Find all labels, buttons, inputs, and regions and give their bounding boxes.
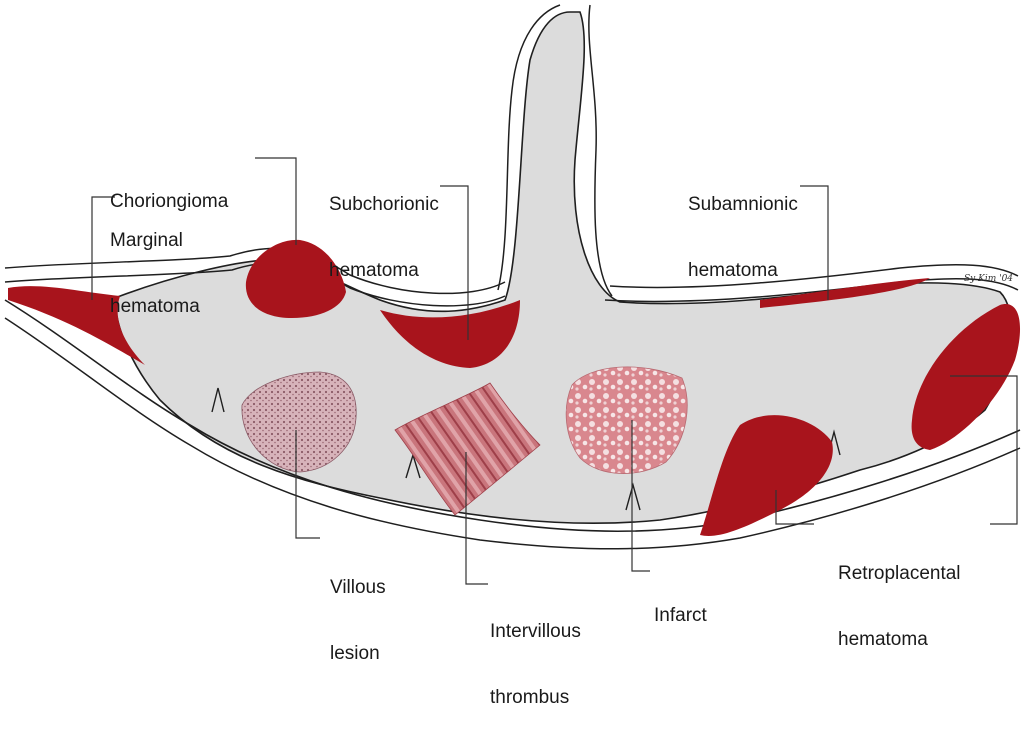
label-intervillous-thrombus: Intervillous thrombus	[490, 577, 581, 731]
label-line: Intervillous	[490, 621, 581, 643]
label-line: hematoma	[838, 629, 961, 651]
label-marginal-hematoma: Marginal hematoma	[110, 186, 200, 340]
label-infarct: Infarct	[654, 561, 707, 649]
label-line: lesion	[330, 643, 386, 665]
label-villous-lesion: Villous lesion	[330, 533, 386, 687]
label-line: thrombus	[490, 687, 581, 709]
label-line: Retroplacental	[838, 563, 961, 585]
label-line: Marginal	[110, 230, 200, 252]
label-subamnionic-hematoma: Subamnionic hematoma	[688, 150, 798, 304]
label-line: Infarct	[654, 605, 707, 627]
infarct	[566, 367, 687, 474]
placenta-body	[115, 12, 1011, 523]
label-line: hematoma	[329, 260, 439, 282]
umbilical-cord-line	[589, 5, 612, 296]
label-subchorionic-hematoma: Subchorionic hematoma	[329, 150, 439, 304]
label-retroplacental-hematoma: Retroplacental hematoma	[838, 519, 961, 673]
label-line: Subchorionic	[329, 194, 439, 216]
label-line: Subamnionic	[688, 194, 798, 216]
artist-signature: Sy Kim '04	[964, 274, 1013, 284]
label-line: Villous	[330, 577, 386, 599]
leader-line-subamnionic	[800, 186, 828, 300]
label-line: hematoma	[110, 296, 200, 318]
label-line: hematoma	[688, 260, 798, 282]
leader-line-chorioangioma	[255, 158, 296, 245]
